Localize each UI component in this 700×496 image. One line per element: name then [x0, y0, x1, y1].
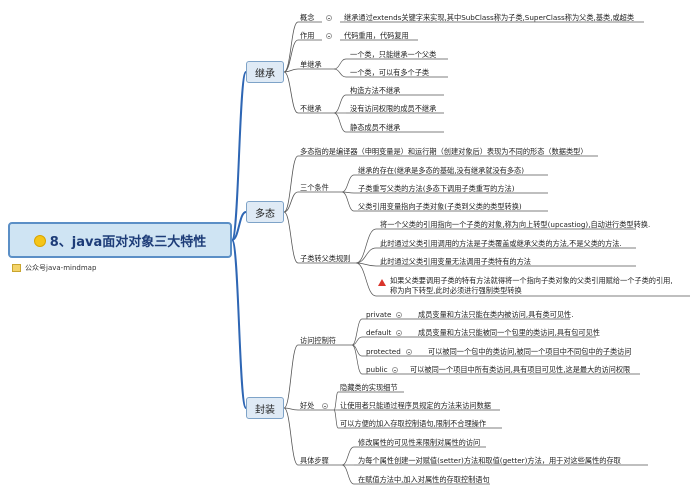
connector-line	[283, 407, 299, 411]
warning-flag-icon	[378, 279, 386, 286]
connector-line	[351, 336, 363, 346]
connector-line	[351, 318, 363, 346]
collapse-toggle-icon[interactable]	[326, 15, 332, 21]
connector-line	[351, 344, 363, 375]
collapse-toggle-icon[interactable]	[396, 330, 402, 336]
root-title: 8、java面对对象三大特性	[49, 234, 207, 250]
leaf-text: 代码重用，代码复用	[344, 31, 409, 40]
leaf-text: 将一个父类的引用指向一个子类的对象,称为向上转型(upcastiog),自动进行…	[380, 220, 651, 229]
smile-emoji-icon	[33, 235, 46, 247]
topic-polymorphism-definition[interactable]: 多态指的是编译器（申明变量是）和运行期（创建对象后）表现为不同的形态（数据类型）	[300, 147, 588, 156]
leaf-text: 构造方法不继承	[350, 86, 401, 95]
leaf-text: 称为向下转型,此时必须进行强制类型转换	[390, 286, 522, 295]
connector-line	[283, 71, 299, 114]
leaf-text: 成员变量和方法只能在类内被访问,具有类可见性.	[418, 310, 574, 319]
connector-line	[355, 247, 377, 264]
connector-line	[333, 112, 347, 133]
connector-line	[283, 407, 299, 466]
leaf-text: 继承的存在(继承是多态的基础,没有继承就没有多态)	[358, 166, 525, 175]
leaf-text: 没有访问权限的成员不继承	[350, 104, 437, 113]
topic-not-inherited[interactable]: 不继承	[300, 104, 322, 113]
connector-line	[231, 239, 247, 409]
topic-concept[interactable]: 概念	[300, 13, 315, 22]
root-topic[interactable]: 8、java面对对象三大特性	[8, 222, 232, 258]
connector-line	[355, 262, 377, 297]
note-icon	[12, 264, 21, 272]
connector-line	[231, 211, 247, 241]
connector-line	[333, 391, 339, 411]
topic-benefits[interactable]: 好处	[300, 401, 315, 410]
connector-line	[333, 94, 347, 114]
collapse-toggle-icon[interactable]	[396, 312, 402, 318]
connector-line	[355, 262, 377, 267]
connector-line	[341, 174, 355, 193]
topic-three-conditions[interactable]: 三个条件	[300, 183, 329, 192]
leaf-text: 为每个属性创建一对赋值(setter)方法和取值(getter)方法，用于对这些…	[358, 456, 621, 465]
connector-line	[341, 464, 355, 485]
connector-line	[283, 344, 299, 409]
modifier-key: public	[366, 365, 388, 374]
connector-line	[283, 155, 299, 213]
root-note: 公众号java-mindmap	[12, 263, 96, 273]
connector-line	[341, 446, 355, 466]
leaf-text: 修改属性的可见性来限制对属性的访问	[358, 438, 481, 447]
connector-line	[231, 71, 247, 241]
modifier-key: default	[366, 328, 392, 337]
leaf-text: 在赋值方法中,加入对属性的存取控制语句	[358, 475, 490, 484]
leaf-text: 成员变量和方法只能被同一个包里的类访问,具有包可见性	[418, 328, 600, 337]
leaf-text: 此时通过父类引用调用的方法是子类覆盖或继承父类的方法,不是父类的方法.	[380, 239, 622, 248]
connector-line	[283, 39, 299, 73]
connector-line	[333, 409, 339, 429]
branch-polymorphism[interactable]: 多态	[246, 201, 284, 223]
topic-purpose[interactable]: 作用	[300, 31, 315, 40]
collapse-toggle-icon[interactable]	[326, 33, 332, 39]
connector-line	[341, 191, 355, 212]
connector-line	[333, 68, 347, 78]
leaf-text: 子类重写父类的方法(多态下调用子类重写的方法)	[358, 184, 515, 193]
leaf-text: 此时通过父类引用变量无法调用子类特有的方法	[380, 257, 531, 266]
leaf-text: 让使用者只能通过程序员规定的方法来访问数据	[340, 401, 491, 410]
topic-steps[interactable]: 具体步骤	[300, 456, 329, 465]
collapse-toggle-icon[interactable]	[406, 349, 412, 355]
leaf-text: 可以被同一个项目中所有类访问,具有项目可见性,这是最大的访问权限	[410, 365, 631, 374]
collapse-toggle-icon[interactable]	[322, 403, 328, 409]
connector-line	[283, 21, 299, 73]
leaf-text: 可以被同一个包中的类访问,被同一个项目中不同包中的子类访问	[428, 347, 632, 356]
note-text: 公众号java-mindmap	[25, 264, 97, 272]
leaf-text: 如果父类要调用子类的特有方法就得将一个指向子类对象的父类引用赋给一个子类的引用,	[390, 276, 673, 285]
topic-single-inheritance[interactable]: 单继承	[300, 60, 322, 69]
topic-upcasting-rules[interactable]: 子类转父类规则	[300, 254, 351, 263]
connector-line	[355, 228, 377, 264]
collapse-toggle-icon[interactable]	[392, 367, 398, 373]
connector-line	[341, 191, 355, 194]
leaf-text: 父类引用变量指向子类对象(子类到父类的类型转换)	[358, 202, 522, 211]
leaf-text: 一个类，可以有多个子类	[350, 68, 430, 77]
modifier-key: protected	[366, 347, 401, 356]
connector-line	[283, 68, 299, 73]
connector-line	[333, 58, 347, 70]
modifier-key: private	[366, 310, 392, 319]
leaf-text: 一个类，只能继承一个父类	[350, 50, 437, 59]
connector-line	[283, 191, 299, 213]
branch-inheritance[interactable]: 继承	[246, 61, 284, 83]
topic-access-modifiers[interactable]: 访问控制符	[300, 336, 336, 345]
connector-line	[283, 211, 299, 264]
leaf-text: 继承通过extends关键字来实现,其中SubClass称为子类,SuperCl…	[344, 13, 635, 22]
leaf-text: 静态成员不继承	[350, 123, 401, 132]
leaf-text: 可以方便的加入存取控制语句,限制不合理操作	[340, 419, 487, 428]
leaf-text: 隐藏类的实现细节	[340, 383, 398, 392]
branch-encapsulation[interactable]: 封装	[246, 397, 284, 419]
